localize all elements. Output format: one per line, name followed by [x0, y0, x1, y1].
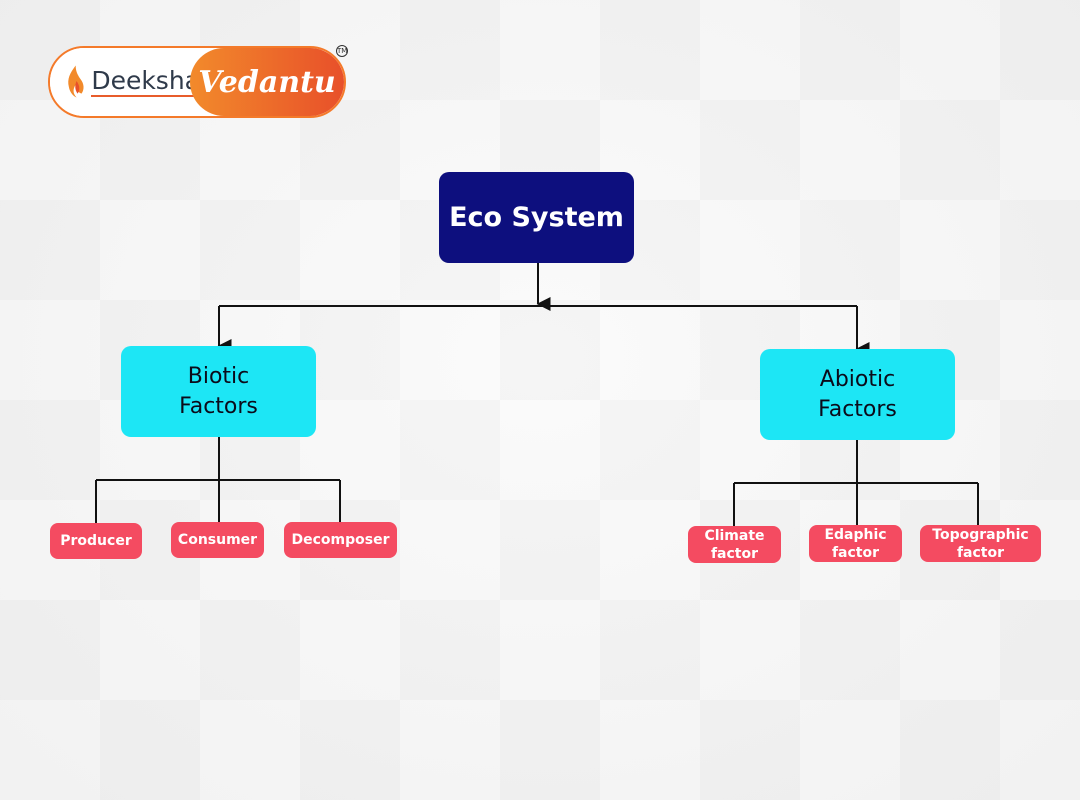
deeksha-wordmark: Deeksha — [91, 66, 200, 97]
vedantu-logo: Vedantu — [190, 48, 344, 116]
deeksha-vedantu-logo: Deeksha Vedantu — [48, 46, 346, 118]
node-edaphic-factor: Edaphic factor — [809, 525, 902, 562]
deeksha-logo: Deeksha — [50, 48, 200, 116]
vedantu-wordmark: Vedantu — [198, 64, 336, 100]
node-abiotic-factors: Abiotic Factors — [760, 349, 955, 440]
trademark-mark: TM — [336, 45, 348, 57]
flame-icon — [68, 65, 84, 98]
node-producer: Producer — [50, 523, 142, 559]
node-eco-system: Eco System — [439, 172, 634, 263]
node-climate-factor: Climate factor — [688, 526, 781, 563]
node-topographic-factor: Topographic factor — [920, 525, 1041, 562]
node-decomposer: Decomposer — [284, 522, 397, 558]
node-consumer: Consumer — [171, 522, 264, 558]
node-biotic-factors: Biotic Factors — [121, 346, 316, 437]
